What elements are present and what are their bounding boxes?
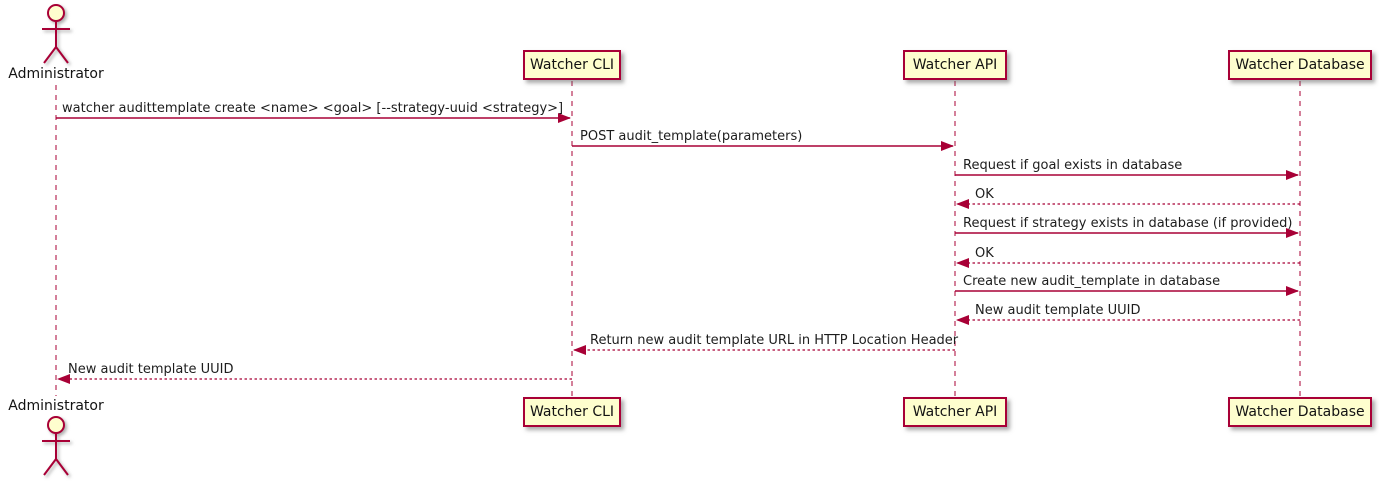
participant-watcher-api-top: Watcher API xyxy=(903,50,1007,80)
message-label-2: POST audit_template(parameters) xyxy=(580,129,803,144)
participant-watcher-cli-top: Watcher CLI xyxy=(523,50,621,80)
administrator-label-bottom: Administrator xyxy=(8,398,104,414)
participant-watcher-database-bottom: Watcher Database xyxy=(1228,397,1372,427)
message-label-8: New audit template UUID xyxy=(975,303,1141,318)
message-label-5: Request if strategy exists in database (… xyxy=(963,216,1293,231)
administrator-actor-icon xyxy=(42,4,70,64)
participant-watcher-database-top: Watcher Database xyxy=(1228,50,1372,80)
message-label-10: New audit template UUID xyxy=(68,362,234,377)
message-label-6: OK xyxy=(975,246,994,261)
message-label-1: watcher audittemplate create <name> <goa… xyxy=(62,101,564,116)
participant-watcher-cli-bottom: Watcher CLI xyxy=(523,397,621,427)
message-label-9: Return new audit template URL in HTTP Lo… xyxy=(590,333,959,348)
participant-watcher-api-bottom: Watcher API xyxy=(903,397,1007,427)
message-label-4: OK xyxy=(975,187,994,202)
message-label-3: Request if goal exists in database xyxy=(963,158,1183,173)
message-label-7: Create new audit_template in database xyxy=(963,274,1221,289)
administrator-label-top: Administrator xyxy=(8,66,104,82)
administrator-actor-icon-bottom xyxy=(42,416,70,476)
